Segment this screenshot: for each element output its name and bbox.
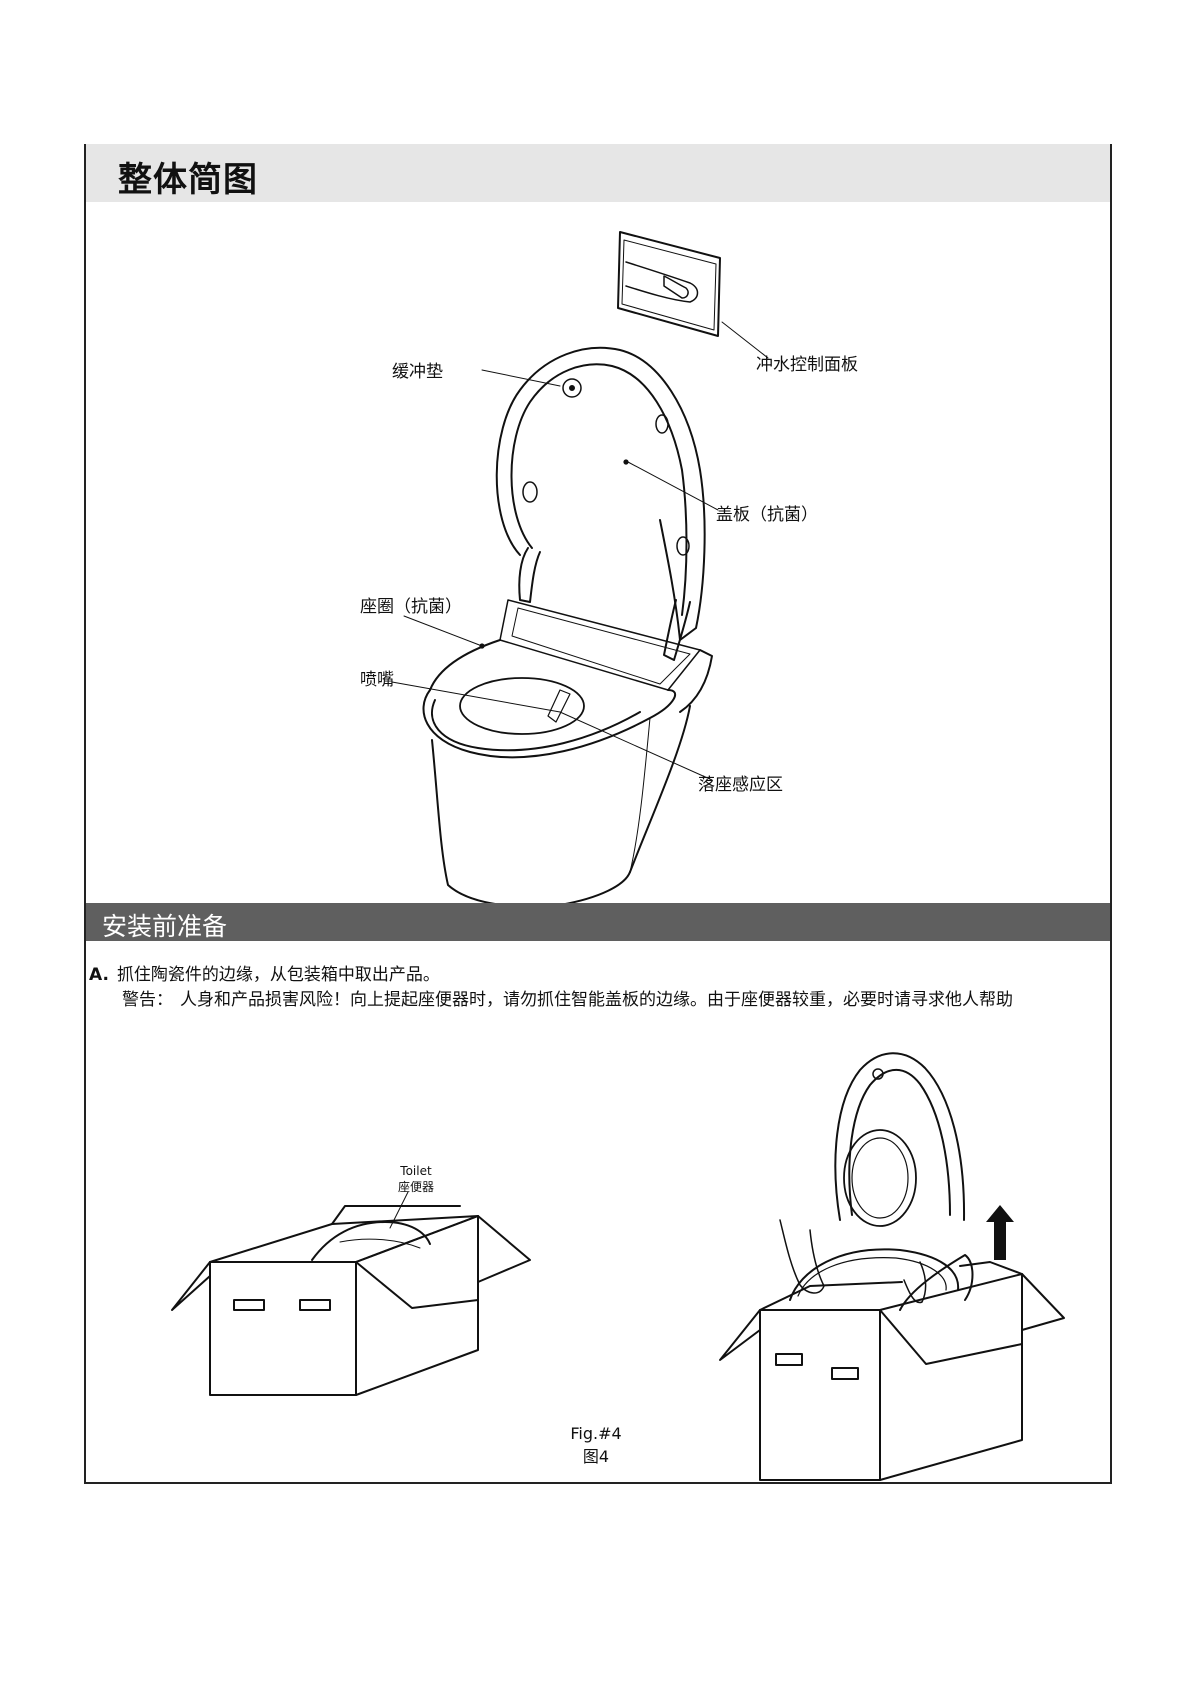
warning-text: 人身和产品损害风险！向上提起座便器时，请勿抓住智能盖板的边缘。由于座便器较重，必… — [180, 988, 1095, 1012]
label-sensor: 落座感应区 — [698, 770, 783, 795]
box-label-cn: 座便器 — [394, 1178, 438, 1195]
lifting-illustration — [720, 1053, 1064, 1480]
label-flush-panel: 冲水控制面板 — [756, 350, 858, 375]
section-title: 安装前准备 — [102, 907, 227, 943]
figure-caption: Fig.#4 图4 — [560, 1424, 632, 1467]
step-marker: A. — [89, 965, 109, 985]
warning-label: 警告： — [122, 988, 173, 1012]
label-nozzle: 喷嘴 — [360, 665, 394, 690]
section-bar: 安装前准备 — [86, 903, 1110, 941]
label-seat: 座圈（抗菌） — [360, 592, 462, 617]
box-label-en: Toilet — [394, 1164, 438, 1178]
box-label: Toilet 座便器 — [394, 1164, 438, 1195]
label-cushion: 缓冲垫 — [392, 357, 443, 382]
figure-caption-cn: 图4 — [560, 1443, 632, 1467]
step-text: 抓住陶瓷件的边缘，从包装箱中取出产品。 — [117, 965, 440, 985]
label-cover: 盖板（抗菌） — [716, 500, 818, 525]
closed-box-illustration — [172, 1192, 530, 1395]
toilet-illustration — [423, 348, 712, 907]
figure-caption-en: Fig.#4 — [560, 1424, 632, 1443]
step-a: A. 抓住陶瓷件的边缘，从包装箱中取出产品。 — [89, 960, 440, 985]
flush-panel-illustration — [618, 232, 720, 336]
